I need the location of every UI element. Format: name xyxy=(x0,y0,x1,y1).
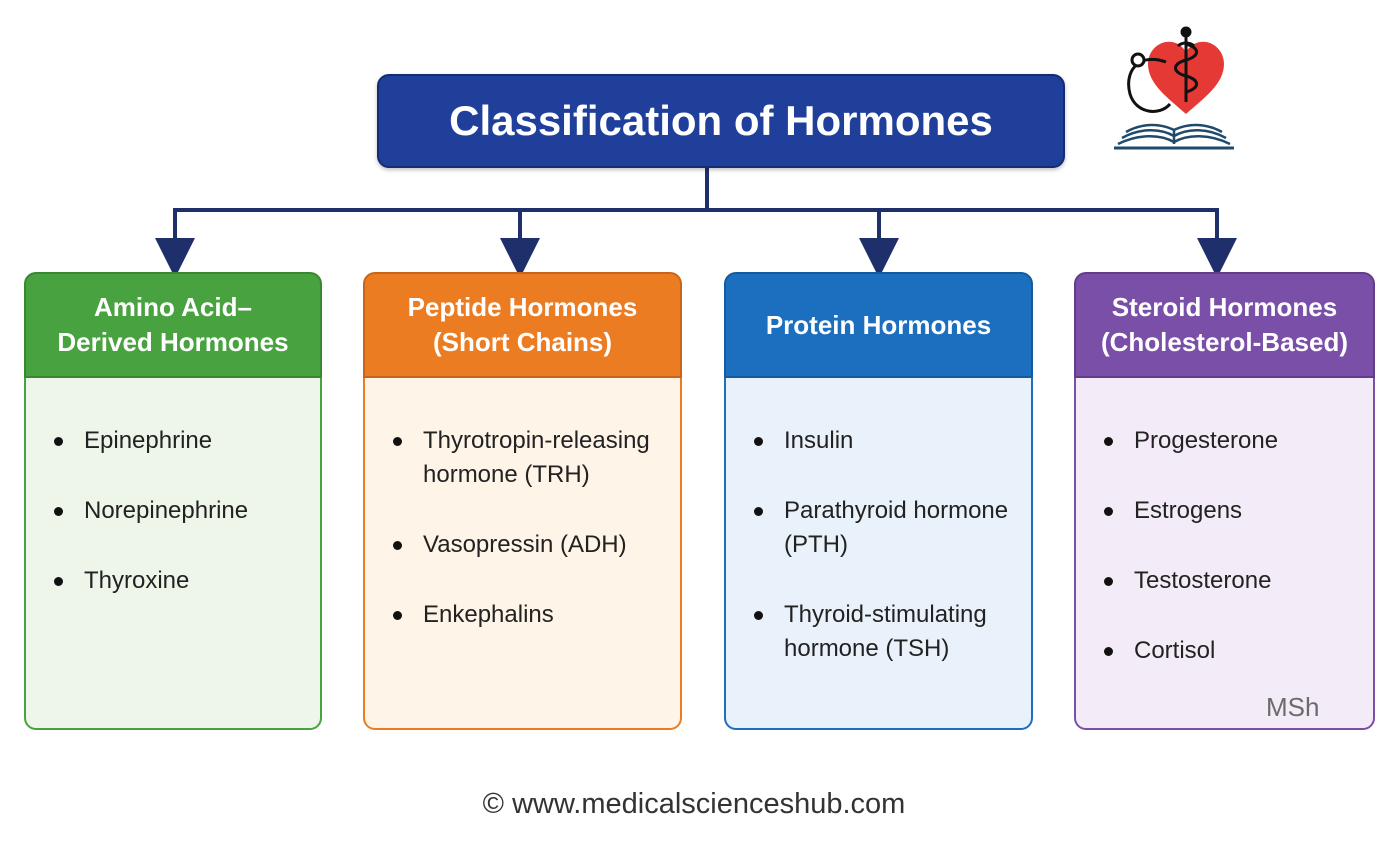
caduceus-icon xyxy=(1174,26,1198,102)
list-item: Vasopressin (ADH) xyxy=(393,528,670,562)
bullet-icon xyxy=(1104,647,1113,656)
list-item: Norepinephrine xyxy=(54,494,310,528)
category-header-steroid: Steroid Hormones (Cholesterol-Based) xyxy=(1074,272,1375,378)
category-header-peptide: Peptide Hormones (Short Chains) xyxy=(363,272,682,378)
list-item: Enkephalins xyxy=(393,598,670,632)
list-item: Progesterone xyxy=(1104,424,1363,458)
bullet-icon xyxy=(393,611,402,620)
category-body-peptide: Thyrotropin-releasing hormone (TRH) Vaso… xyxy=(363,378,682,730)
category-body-protein: Insulin Parathyroid hormone (PTH) Thyroi… xyxy=(724,378,1033,730)
category-header-amino-acid: Amino Acid– Derived Hormones xyxy=(24,272,322,378)
diagram-title: Classification of Hormones xyxy=(377,74,1065,168)
list-item: Parathyroid hormone (PTH) xyxy=(754,494,1021,562)
bullet-icon xyxy=(1104,507,1113,516)
list-item: Estrogens xyxy=(1104,494,1363,528)
list-item: Testosterone xyxy=(1104,564,1363,598)
bullet-icon xyxy=(754,507,763,516)
bullet-icon xyxy=(1104,437,1113,446)
copyright-footer: © www.medicalscienceshub.com xyxy=(482,788,906,820)
item-list: Progesterone Estrogens Testosterone Cort… xyxy=(1104,424,1363,704)
open-book-icon xyxy=(1114,123,1234,150)
stethoscope-icon xyxy=(1127,57,1172,113)
signature: MSh xyxy=(1266,692,1320,722)
category-header-protein: Protein Hormones xyxy=(724,272,1033,378)
medical-logo xyxy=(1114,26,1234,150)
bullet-icon xyxy=(1104,577,1113,586)
category-body-steroid: Progesterone Estrogens Testosterone Cort… xyxy=(1074,378,1375,730)
list-item: Thyroid-stimulating hormone (TSH) xyxy=(754,598,1021,666)
list-item: Thyroxine xyxy=(54,564,310,598)
list-item: Insulin xyxy=(754,424,1021,458)
category-body-amino-acid: Epinephrine Norepinephrine Thyroxine xyxy=(24,378,322,730)
list-item: Cortisol xyxy=(1104,634,1363,668)
bullet-icon xyxy=(393,437,402,446)
item-list: Epinephrine Norepinephrine Thyroxine xyxy=(54,424,310,634)
bullet-icon xyxy=(54,437,63,446)
item-list: Thyrotropin-releasing hormone (TRH) Vaso… xyxy=(393,424,670,668)
list-item: Epinephrine xyxy=(54,424,310,458)
item-list: Insulin Parathyroid hormone (PTH) Thyroi… xyxy=(754,424,1021,702)
list-item: Thyrotropin-releasing hormone (TRH) xyxy=(393,424,670,492)
bullet-icon xyxy=(754,437,763,446)
bullet-icon xyxy=(754,611,763,620)
bullet-icon xyxy=(393,541,402,550)
stethoscope-chest-icon xyxy=(1130,52,1146,68)
bullet-icon xyxy=(54,507,63,516)
bullet-icon xyxy=(54,577,63,586)
